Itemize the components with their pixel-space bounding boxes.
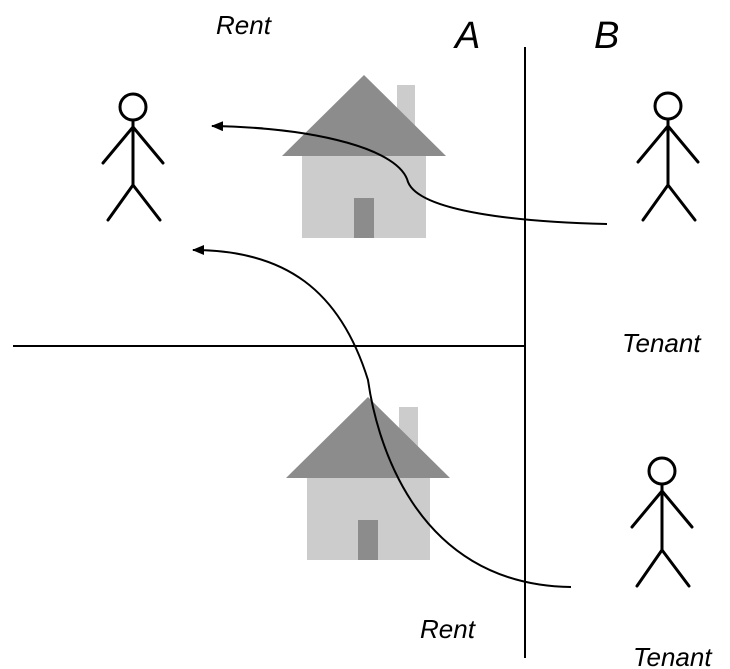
rent-label-top: Rent — [216, 10, 273, 40]
house-icon-lower — [286, 397, 450, 560]
roof — [282, 75, 446, 156]
stick-figure-icon-landlord — [101, 92, 165, 222]
rent-label-bottom: Rent — [420, 614, 477, 644]
stick-figure-icon-tenant-upper — [636, 91, 700, 222]
rent-arrow-lower — [192, 245, 572, 588]
roof — [286, 397, 450, 478]
tenant-label-upper: Tenant — [622, 328, 702, 358]
door — [358, 520, 378, 560]
column-label-a: A — [453, 15, 480, 57]
rent-arrow-upper — [211, 121, 608, 225]
stick-figure-icon-tenant-lower — [630, 456, 694, 588]
column-label-b: B — [594, 15, 619, 57]
house-icon-upper — [282, 75, 446, 238]
door — [354, 198, 374, 238]
tenant-label-lower: Tenant — [633, 642, 713, 669]
